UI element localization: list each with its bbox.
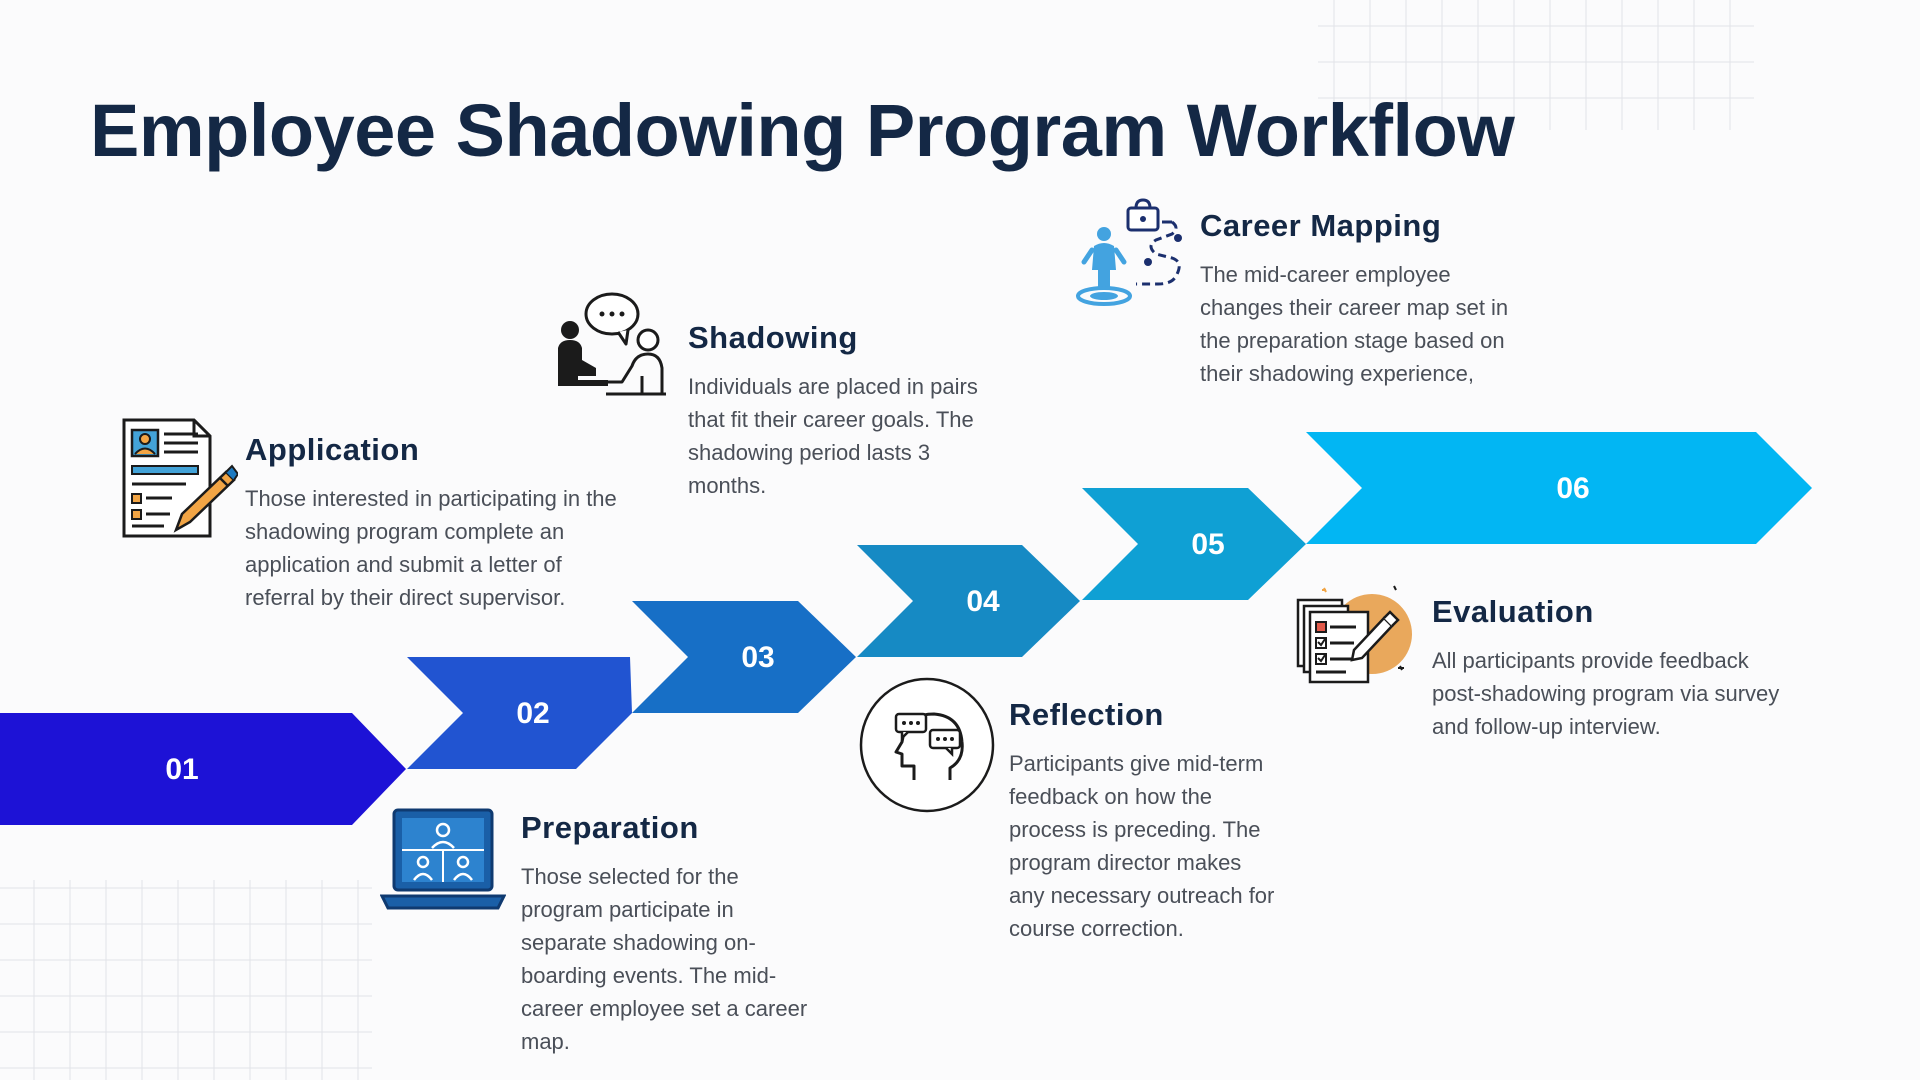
arrow-02 [407,657,632,769]
step-preparation: Preparation Those selected for the progr… [521,810,821,1058]
step-shadowing: Shadowing Individuals are placed in pair… [688,320,1008,502]
step-career-mapping: Career Mapping The mid-career employee c… [1200,208,1535,390]
step-description: The mid-career employee changes their ca… [1200,262,1509,386]
arrow-number-04: 04 [966,585,1000,618]
arrow-number-02: 02 [516,697,549,730]
step-title: Application [245,432,420,467]
decorative-grid-top [1318,0,1754,130]
step-title: Evaluation [1432,594,1594,629]
application-form-icon [122,418,238,538]
page-title: Employee Shadowing Program Workflow [90,89,1515,172]
arrow-number-06: 06 [1556,472,1589,505]
career-path-icon [1076,198,1182,306]
step-title: Shadowing [688,320,858,355]
arrow-04 [857,545,1080,657]
step-evaluation: Evaluation All participants provide feed… [1432,594,1782,743]
video-meeting-laptop-icon [380,808,506,910]
step-description: Those selected for the program participa… [521,864,808,1054]
step-title: Career Mapping [1200,208,1442,243]
step-title: Reflection [1009,697,1164,732]
arrow-01 [0,713,406,825]
step-description: All participants provide feedback post-s… [1432,648,1780,739]
head-speech-bubbles-icon [859,677,995,813]
arrow-05 [1082,488,1306,600]
arrow-03 [632,601,856,713]
evaluation-checklist-icon [1296,585,1412,684]
arrow-06 [1306,432,1812,544]
arrow-number-03: 03 [741,641,774,674]
arrow-number-01: 01 [165,753,198,786]
step-reflection: Reflection Participants give mid-term fe… [1009,697,1279,945]
step-application: Application Those interested in particip… [245,432,625,614]
step-description: Those interested in participating in the… [245,486,617,610]
step-title: Preparation [521,810,699,845]
step-description: Individuals are placed in pairs that fit… [688,374,978,498]
conversation-people-icon [558,292,666,396]
arrow-number-05: 05 [1191,528,1224,561]
step-description: Participants give mid-term feedback on h… [1009,751,1275,941]
decorative-grid-bottom [0,880,372,1080]
